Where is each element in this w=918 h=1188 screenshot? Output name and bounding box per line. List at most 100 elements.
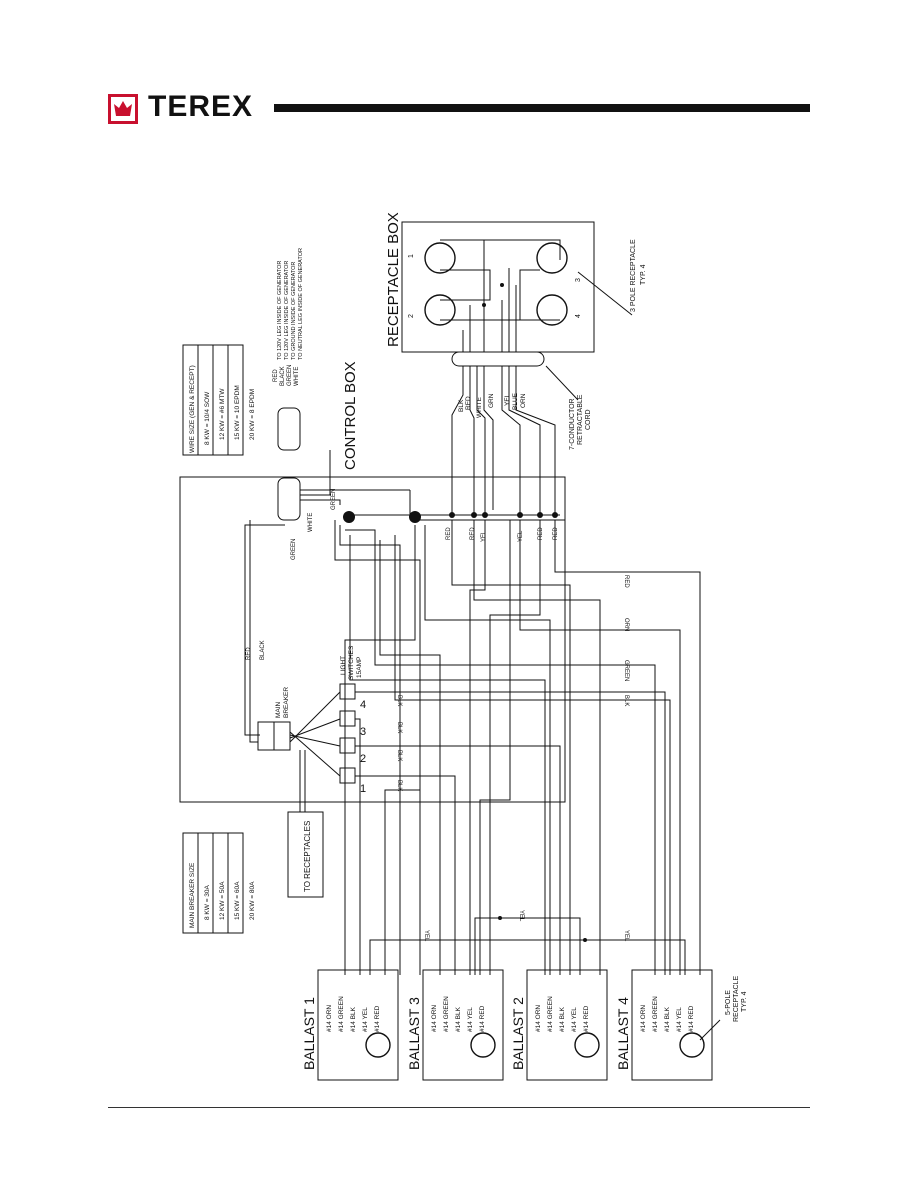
label-blk-5: BLK	[396, 780, 402, 791]
cord-wire-blue: BLUE	[512, 392, 519, 410]
lead-note-4: TO NEUTRAL LEG INSIDE OF GENERATOR	[298, 248, 304, 360]
wire-size-row-2: 12 KW = #6 MTW	[219, 388, 226, 440]
switches-label-3: 15AMP	[356, 657, 363, 678]
receptacle-3	[536, 242, 568, 274]
ballast-2-title: BALLAST 2	[510, 997, 526, 1070]
generator-cable	[277, 477, 301, 521]
cord-wire-blk: BLK	[458, 399, 465, 412]
cord-wire-orn: ORN	[520, 393, 527, 408]
ballast-3-title: BALLAST 3	[406, 997, 422, 1070]
lead-note-3: TO GROUND INSIDE OF GENERATOR	[291, 262, 297, 360]
label-white-1: WHITE	[308, 513, 314, 532]
switch-num-3: 3	[360, 726, 366, 738]
switches-label-1: LIGHT	[340, 656, 347, 675]
cord-title: 7-CONDUCTOR	[569, 398, 576, 450]
lead-note-1: TO 120V LEG INSIDE OF GENERATOR	[277, 261, 283, 360]
lead-green: GREEN	[287, 365, 293, 386]
retractable-cord	[451, 351, 545, 367]
label-blk-3: BLK	[396, 722, 402, 733]
brand-name: TEREX	[148, 90, 254, 123]
control-box-outline	[179, 476, 566, 803]
label-green-1: GREEN	[291, 539, 297, 560]
light-switch-4	[339, 683, 356, 700]
ballast-3-plug	[470, 1032, 496, 1058]
b1-wire-blk: #14 BLK	[350, 1006, 357, 1032]
label-yel-2: YEL	[518, 530, 524, 542]
b1-wire-red: #14 RED	[374, 1005, 381, 1032]
cord-wire-yel: YEL	[504, 393, 511, 406]
to-receptacles-label: TO RECEPTACLES	[303, 821, 312, 892]
cord-wire-grn: GRN	[488, 393, 495, 408]
b4-wire-green: #14 GREEN	[652, 996, 659, 1032]
receptacle-note-typ: TYP. 4	[640, 264, 647, 285]
receptacle-4	[536, 294, 568, 326]
b2-wire-orn: #14 ORN	[535, 1005, 542, 1032]
ballast-2-box	[526, 969, 608, 1081]
label-red-1: RED	[246, 647, 252, 660]
ballast-1-plug	[365, 1032, 391, 1058]
switch-num-4: 4	[360, 699, 366, 711]
ballast-note-3: TYP. 4	[741, 991, 748, 1012]
label-orn-1: ORN	[623, 618, 629, 631]
rec-num-2: 2	[408, 314, 415, 318]
wire-size-row-3: 15 KW = 10 EPDM	[234, 385, 241, 440]
ballast-1-box	[317, 969, 399, 1081]
b3-wire-yel: #14 YEL	[467, 1007, 474, 1032]
breaker-row-3: 15 KW = 60A	[234, 881, 241, 920]
receptacle-box-outline	[401, 221, 595, 353]
cord-line3: CORD	[585, 409, 592, 430]
cord-line2: RETRACTABLE	[577, 394, 584, 445]
switch-num-1: 1	[360, 783, 366, 795]
ballast-4-plug	[679, 1032, 705, 1058]
lead-black: BLACK	[280, 366, 286, 386]
main-breaker-label-2: BREAKER	[283, 687, 290, 718]
receptacle-1	[424, 242, 456, 274]
ballast-4-title: BALLAST 4	[615, 997, 631, 1070]
b2-wire-blk: #14 BLK	[559, 1006, 566, 1032]
b4-wire-red: #14 RED	[688, 1005, 695, 1032]
ballast-3-box	[422, 969, 504, 1081]
terex-crown-icon	[108, 94, 138, 124]
b2-wire-red: #14 RED	[583, 1005, 590, 1032]
receptacle-box-title: RECEPTACLE BOX	[385, 212, 402, 347]
switches-label-2: SWITCHES	[348, 645, 355, 680]
label-green-3: GREEN	[623, 660, 629, 681]
rec-num-1: 1	[408, 254, 415, 258]
label-yel-4: YEL	[518, 910, 524, 922]
switch-num-2: 2	[360, 753, 366, 765]
light-switch-3	[339, 710, 356, 727]
b3-wire-green: #14 GREEN	[443, 996, 450, 1032]
label-yel-1: YEL	[481, 530, 487, 542]
b4-wire-orn: #14 ORN	[640, 1005, 647, 1032]
label-red-2: RED	[446, 527, 452, 540]
label-red-6: RED	[623, 575, 629, 588]
lead-note-2: TO 120V LEG INSIDE OF GENERATOR	[284, 261, 290, 360]
light-switch-2	[339, 737, 356, 754]
b1-wire-yel: #14 YEL	[362, 1007, 369, 1032]
label-blk-4: BLK	[396, 750, 402, 761]
b3-wire-blk: #14 BLK	[455, 1006, 462, 1032]
label-yel-3: YEL	[423, 930, 429, 942]
breaker-table-header: MAIN BREAKER SIZE	[189, 862, 196, 928]
b3-wire-orn: #14 ORN	[431, 1005, 438, 1032]
cord-wire-white: WHITE	[476, 396, 483, 418]
page-header: TEREX	[108, 90, 810, 126]
ballast-4-box	[631, 969, 713, 1081]
b4-wire-blk: #14 BLK	[664, 1006, 671, 1032]
label-red-5: RED	[553, 527, 559, 540]
wire-size-row-4: 20 KW = 8 EPDM	[249, 389, 256, 440]
footer-rule	[108, 1107, 810, 1108]
breaker-row-4: 20 KW = 80A	[249, 881, 256, 920]
ground-terminal	[343, 511, 355, 523]
ballast-note-1: 5-POLE	[725, 990, 732, 1015]
label-blk-2: BLK	[396, 695, 402, 706]
main-breaker-label-1: MAIN	[275, 701, 282, 718]
b1-wire-orn: #14 ORN	[326, 1005, 333, 1032]
label-yel-5: YEL	[623, 930, 629, 942]
neutral-terminal	[409, 511, 421, 523]
light-switch-1	[339, 767, 356, 784]
breaker-row-1: 8 KW = 30A	[204, 884, 211, 920]
ballast-note-2: RECEPTACLE	[733, 976, 740, 1022]
receptacle-2	[424, 294, 456, 326]
